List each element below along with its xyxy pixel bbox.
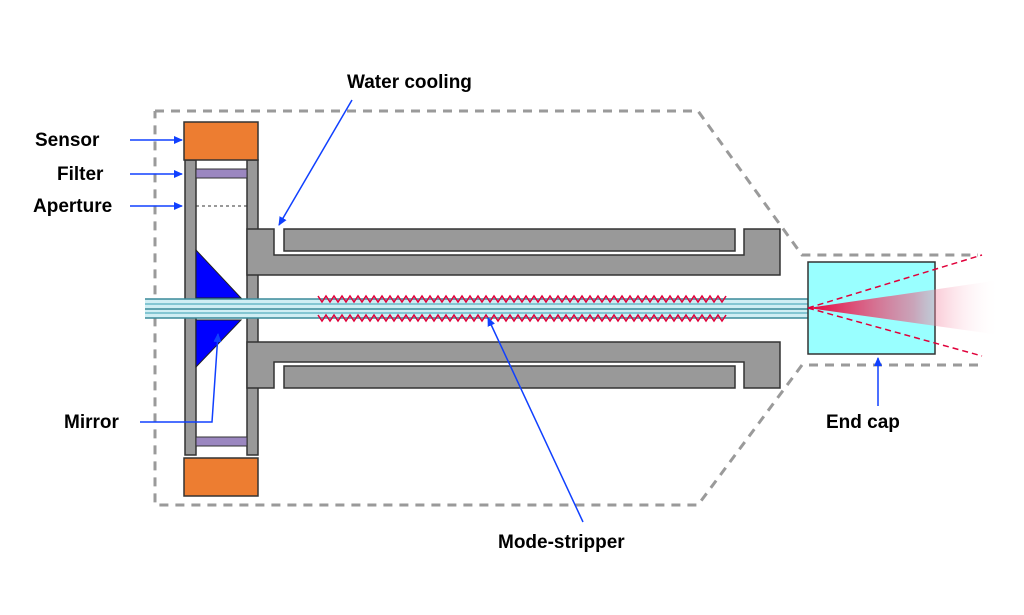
- sensor-label: Sensor: [35, 130, 100, 151]
- sensor-top: [183, 121, 259, 161]
- mode-stripper-zigzag-top: [317, 294, 727, 304]
- cooling-housing-upper: [246, 228, 781, 276]
- optical-fiber: [145, 298, 810, 319]
- mode-stripper-arrow: [487, 317, 584, 523]
- filter-bottom: [195, 436, 248, 447]
- end-cap-label: End cap: [826, 412, 900, 433]
- mirror-bottom: [195, 319, 243, 369]
- sensor-bottom: [183, 457, 259, 497]
- cooling-housing-lower: [246, 341, 781, 389]
- aperture-label: Aperture: [33, 196, 112, 217]
- cooling-channel-upper: [283, 228, 736, 252]
- beam-divergence-bottom: [807, 307, 983, 357]
- mirror-arrow: [140, 333, 222, 423]
- mirror-label: Mirror: [64, 412, 120, 433]
- housing-enclosure-outline: [155, 109, 978, 257]
- housing-enclosure-outline-bottom: [153, 111, 978, 507]
- output-beam: [808, 280, 1000, 335]
- water-cooling-arrow: [278, 99, 353, 226]
- cooling-channel-lower: [283, 365, 736, 389]
- mode-stripper-label: Mode-stripper: [498, 532, 625, 553]
- filter-label: Filter: [57, 164, 104, 185]
- water-cooling-label: Water cooling: [347, 72, 472, 93]
- mode-stripper-zigzag-bottom: [317, 313, 727, 323]
- mirror-top: [195, 248, 243, 299]
- filter-top: [195, 168, 248, 179]
- beam-divergence-top: [807, 254, 983, 309]
